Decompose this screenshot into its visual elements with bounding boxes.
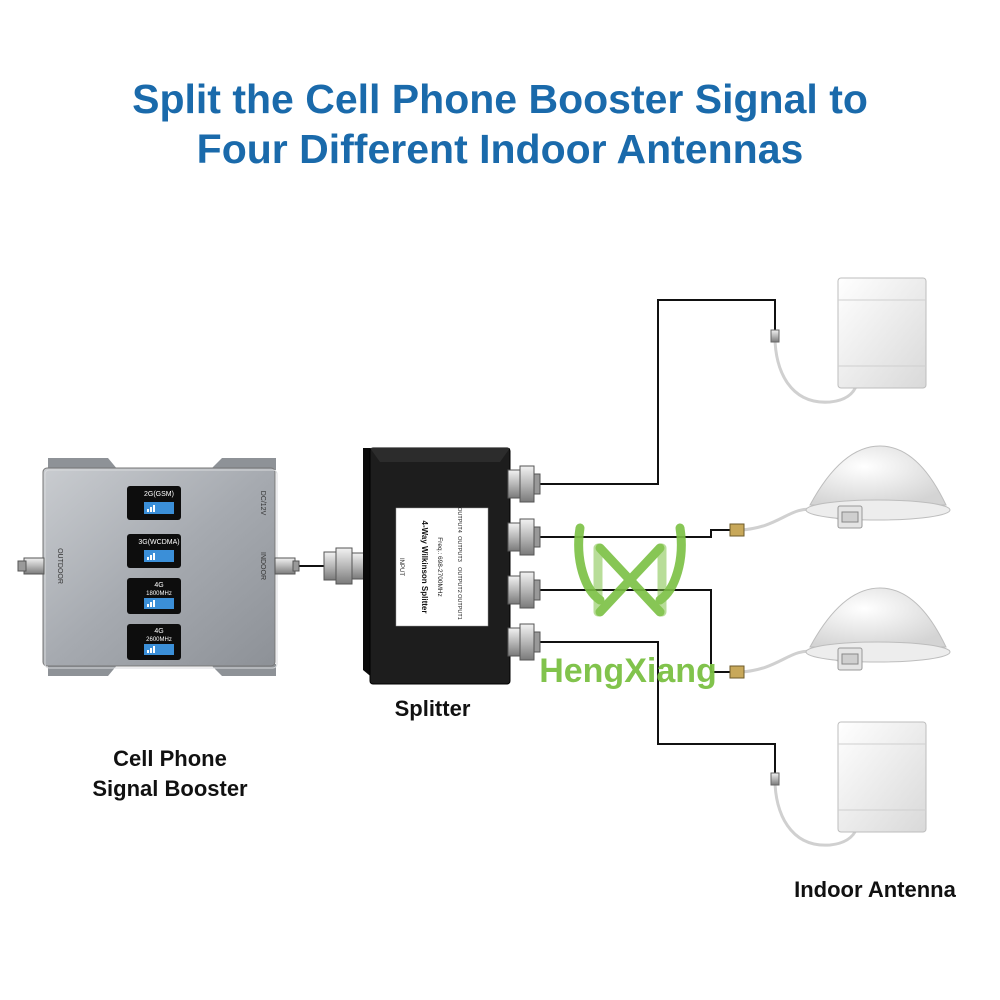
booster-panel-4g-1800-line2: 1800MHz: [146, 591, 172, 597]
splitter-output1-label: OUTPUT1: [456, 594, 462, 620]
splitter-label: Splitter: [394, 696, 471, 721]
page-title: Split the Cell Phone Booster Signal to F…: [0, 74, 1000, 174]
splitter-name: 4-Way Wilkinson Splitter: [420, 521, 429, 614]
booster-panel-2g-signal-icon: [147, 505, 155, 512]
booster-panel-2g-line1: 2G(GSM): [144, 491, 174, 498]
booster-panel-4g-2600-line2: 2600MHz: [146, 637, 172, 643]
booster-panel-4g-1800: 4G 1800MHz: [127, 578, 181, 614]
title-line-1: Split the Cell Phone Booster Signal to: [132, 76, 868, 122]
booster-outdoor-port: [17, 557, 45, 575]
splitter-input-connector: [323, 547, 367, 585]
cable-output3: [538, 529, 738, 538]
cable-output4: [538, 299, 776, 485]
splitter-output3-connector: [507, 518, 541, 556]
booster-panel-4g-1800-signal-icon: [147, 600, 155, 607]
splitter-output4-connector: [507, 465, 541, 503]
title-line-2: Four Different Indoor Antennas: [196, 126, 804, 172]
panel-antenna-bottom: [770, 721, 927, 847]
ceiling-antenna-upper: [729, 445, 951, 537]
signal-booster: OUTDOOR INDOOR DC/12V 2G(GSM) 3G(WCDMA) …: [17, 458, 300, 676]
booster-label-line-1: Cell Phone: [113, 746, 227, 771]
booster-panel-4g-2600-signal-icon: [147, 646, 155, 653]
splitter-freq: Freq.: 698-2700MHz: [436, 537, 443, 597]
splitter-output2-label: OUTPUT2: [456, 567, 462, 593]
booster-label-line-2: Signal Booster: [92, 776, 248, 801]
booster-indoor-label: INDOOR: [259, 552, 266, 580]
splitter-output2-connector: [507, 571, 541, 609]
splitter-input-label: INPUT: [398, 558, 404, 576]
booster-panel-4g-1800-line1: 4G: [154, 582, 163, 589]
indoor-antenna-label: Indoor Antenna: [794, 877, 956, 902]
splitter-device: INPUT 4-Way Wilkinson Splitter Freq.: 69…: [323, 447, 541, 685]
booster-outdoor-label: OUTDOOR: [56, 548, 63, 584]
booster-panel-4g-2600-line1: 4G: [154, 628, 163, 635]
booster-panel-3g: 3G(WCDMA): [127, 534, 181, 568]
cable-output1: [538, 641, 776, 778]
splitter-output3-label: OUTPUT3: [456, 536, 462, 562]
ceiling-antenna-lower: [729, 587, 951, 679]
hengxiang-logo: [574, 523, 686, 617]
panel-antenna-top: [770, 277, 927, 404]
splitter-output1-connector: [507, 623, 541, 661]
booster-panel-2g: 2G(GSM): [127, 486, 181, 520]
booster-panel-3g-line1: 3G(WCDMA): [138, 539, 179, 546]
booster-power-label: DC/12V: [259, 491, 266, 516]
booster-panel-3g-signal-icon: [147, 553, 155, 560]
booster-label: Cell Phone Signal Booster: [60, 744, 280, 804]
booster-indoor-port: [274, 557, 300, 575]
watermark-text: HengXiang: [539, 652, 717, 690]
booster-panel-4g-2600: 4G 2600MHz: [127, 624, 181, 660]
splitter-output4-label: OUTPUT4: [456, 507, 462, 533]
